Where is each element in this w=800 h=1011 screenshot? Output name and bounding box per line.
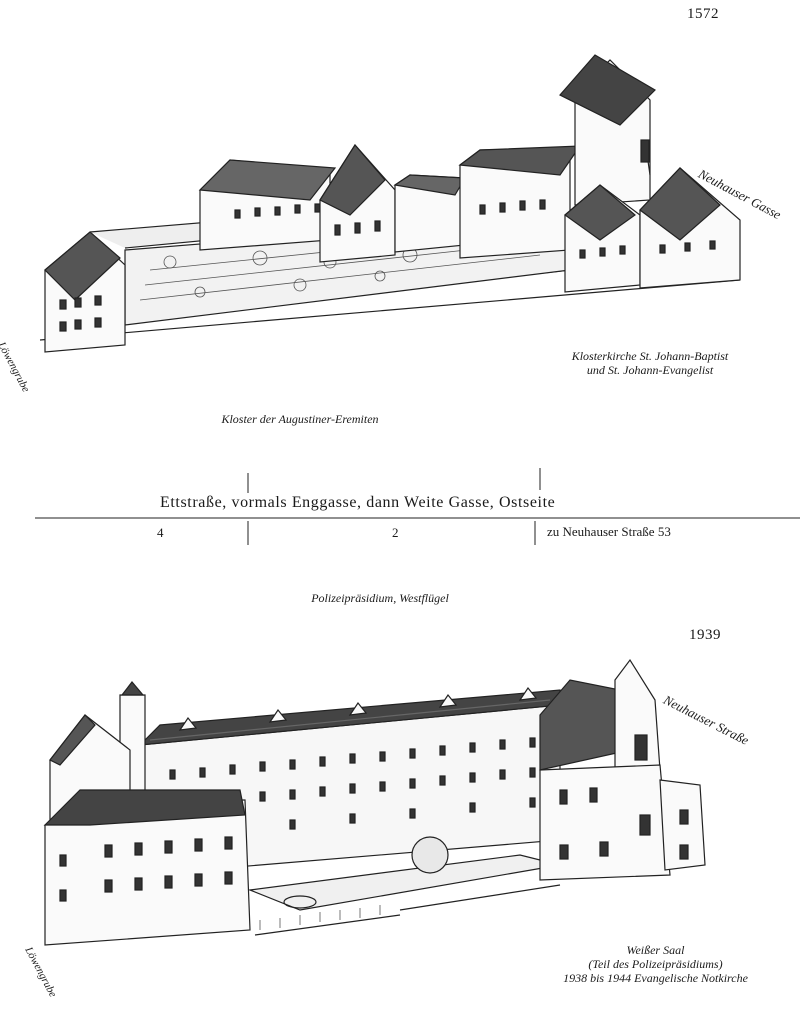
caption-weisser-saal-line1: Weißer Saal [626,943,685,957]
house-number-2: 2 [392,525,399,540]
year-1939: 1939 [689,627,721,643]
caption-weisser-saal-line2: (Teil des Polizeipräsidiums) [588,957,723,971]
caption-klosterkirche-line1: Klosterkirche St. Johann-Baptist [571,349,729,363]
street-title: Ettstraße, vormals Enggasse, dann Weite … [160,494,556,511]
caption-polizeipraesidium: Polizeipräsidium, Westflügel [311,591,449,605]
house-number-neuhauser-53: zu Neuhauser Straße 53 [547,524,671,539]
caption-klosterkirche-line2: und St. Johann-Evangelist [586,363,714,377]
caption-klosterkirche: Klosterkirche St. Johann-Baptist und St.… [560,349,740,377]
year-1572: 1572 [687,6,719,22]
house-number-4: 4 [157,525,164,540]
caption-weisser-saal: Weißer Saal (Teil des Polizeipräsidiums)… [548,943,763,985]
street-band-lines [35,468,800,545]
police-headquarters-1939-illustration [43,658,706,946]
caption-weisser-saal-line3: 1938 bis 1944 Evangelische Notkirche [563,971,748,985]
monastery-1572-illustration [39,54,741,353]
caption-kloster-augustiner: Kloster der Augustiner-Eremiten [221,412,379,426]
